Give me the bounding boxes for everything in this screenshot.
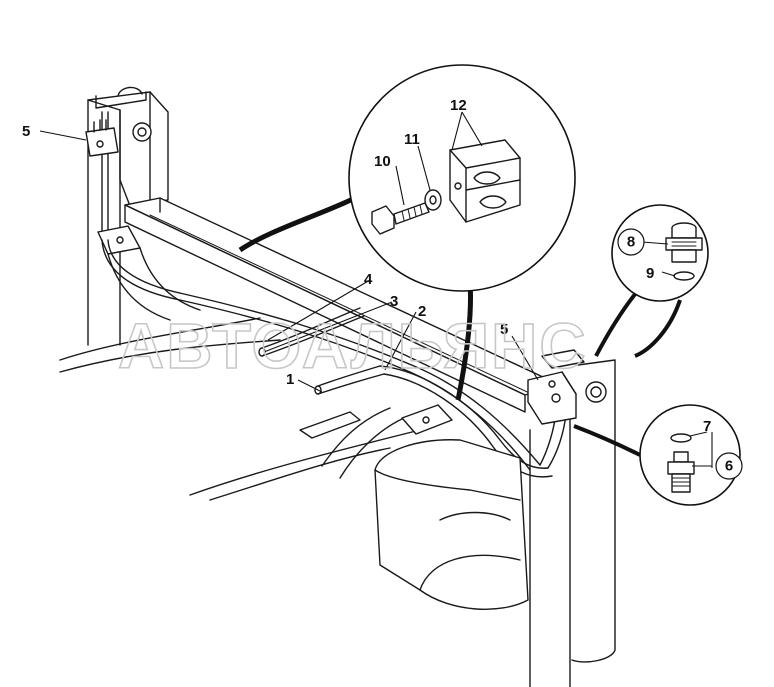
center-clamp-bracket (401, 404, 453, 435)
callout-7: 7 (703, 418, 711, 435)
callout-8: 8 (627, 234, 635, 251)
callout-6-circle (715, 452, 743, 480)
callout-1: 1 (286, 371, 294, 388)
callout-2: 2 (418, 303, 426, 320)
callout-4: 4 (364, 271, 373, 288)
watermark: АВТОАЛЬЯНС (118, 310, 588, 382)
callout-10: 10 (374, 153, 391, 170)
o-ring (673, 271, 695, 281)
callout-6: 6 (725, 458, 733, 475)
callout-8-circle (617, 228, 645, 256)
callout-9: 9 (646, 265, 654, 282)
leader-lines (39, 111, 713, 468)
detail-circle-bolt-clamp (238, 64, 576, 401)
detail-circle-fitting-lower (573, 404, 741, 506)
right-valve-block (527, 349, 585, 425)
seal-ring (670, 433, 692, 443)
callout-5-left: 5 (22, 123, 30, 140)
left-valve-block (85, 119, 119, 157)
tank (374, 439, 529, 610)
pipe-clamp (449, 139, 521, 223)
callout-5-center: 5 (500, 321, 508, 338)
callout-3: 3 (390, 293, 398, 310)
callout-12: 12 (450, 97, 467, 114)
bolt (371, 202, 430, 235)
washer (424, 189, 442, 211)
nipple-fitting (667, 451, 695, 493)
union-fitting (665, 222, 703, 263)
callout-11: 11 (404, 131, 420, 148)
right-vertical-post (529, 359, 616, 687)
detail-circle-fitting-upper (594, 204, 709, 358)
chassis-floor (59, 317, 421, 501)
